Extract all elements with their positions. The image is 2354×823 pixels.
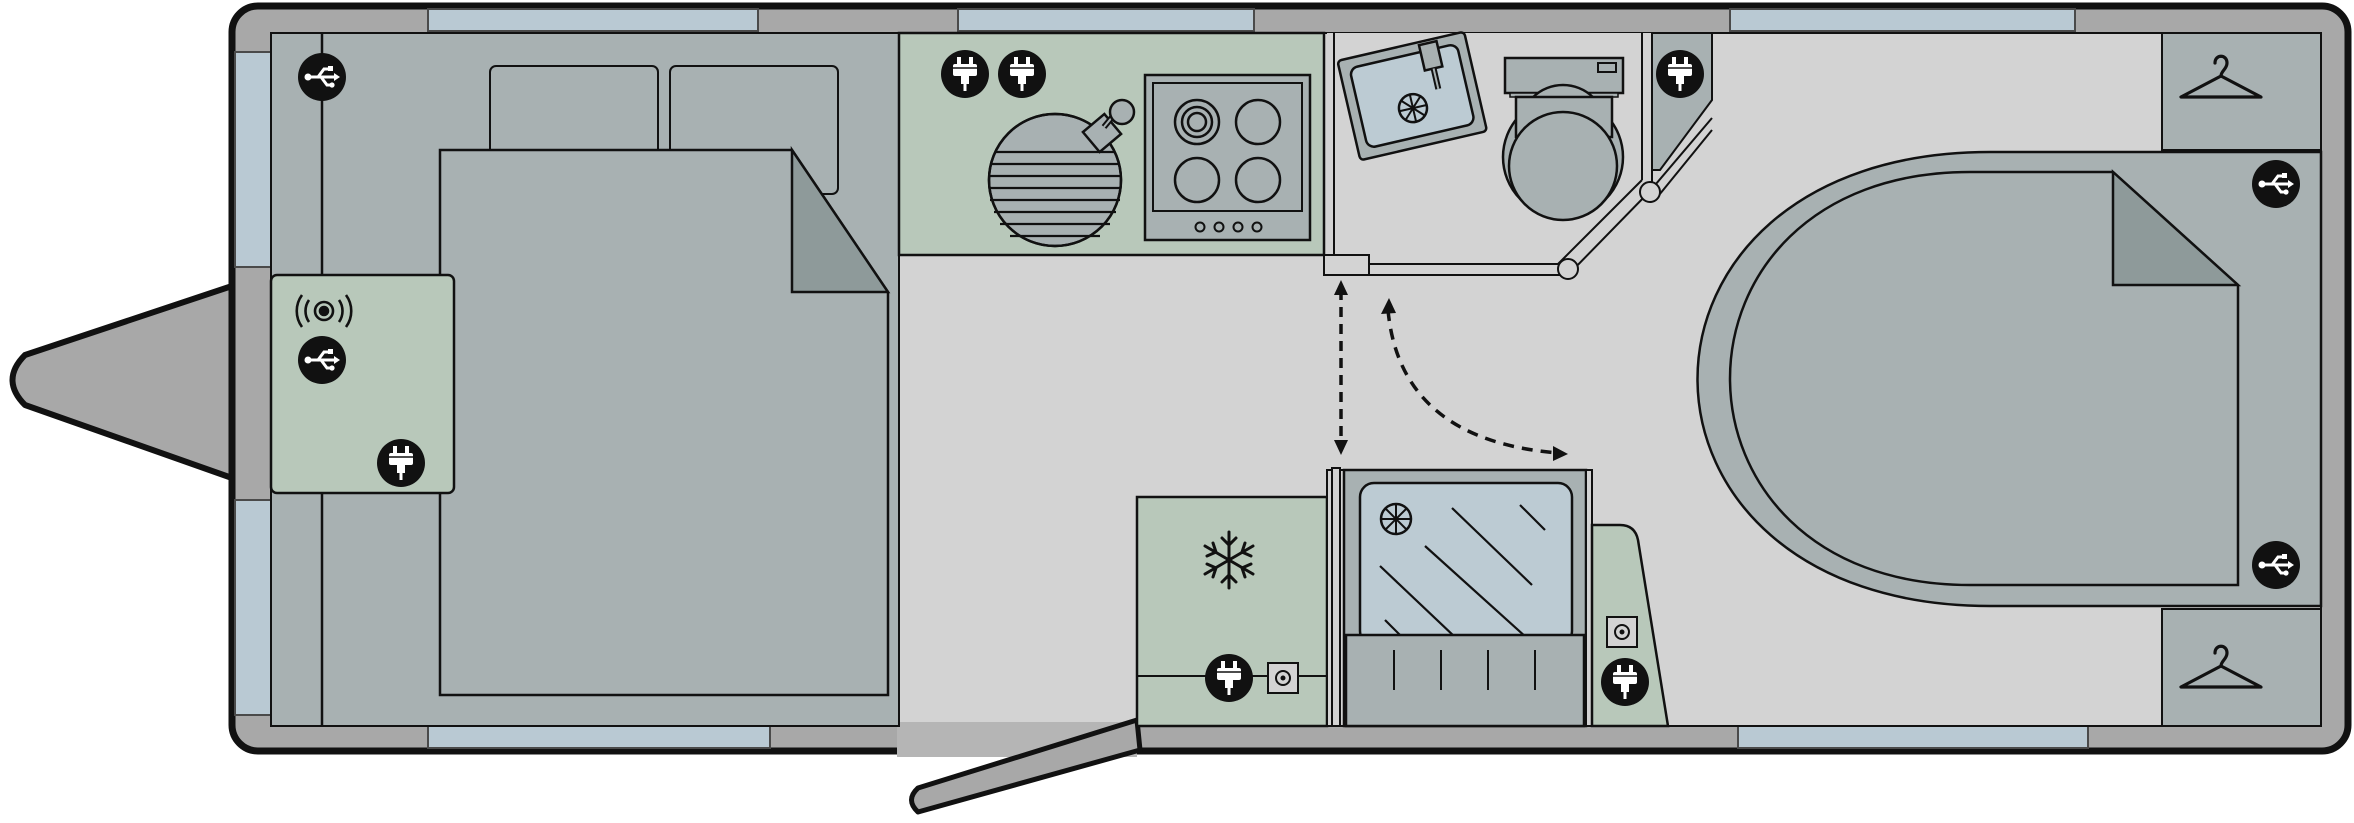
shower-cubicle bbox=[1326, 467, 1593, 728]
front-bedroom bbox=[269, 32, 900, 727]
gas-hob-icon bbox=[1143, 73, 1312, 242]
window-top-rear-bedroom bbox=[1729, 8, 2076, 32]
front-double-bed bbox=[438, 148, 890, 697]
aerial-point-side bbox=[1606, 616, 1638, 648]
a-frame-drawbar bbox=[9, 283, 235, 481]
fridge-unit bbox=[1135, 495, 1329, 728]
front-bed-folded-corner bbox=[790, 145, 891, 294]
washroom bbox=[1323, 31, 1713, 280]
washroom-drawer-unit bbox=[1344, 633, 1586, 728]
front-media-unit bbox=[269, 273, 456, 495]
rear-bedroom bbox=[1696, 32, 2323, 727]
mains-socket-kitchen-2 bbox=[997, 49, 1047, 99]
usb-socket-front-media bbox=[296, 334, 348, 386]
usb-socket-front-top bbox=[296, 51, 348, 103]
window-front-lower bbox=[234, 499, 272, 716]
snowflake-icon bbox=[1203, 530, 1255, 590]
side-unit bbox=[1590, 523, 1670, 728]
round-sink-icon bbox=[987, 98, 1136, 248]
washroom-basin-icon bbox=[1336, 31, 1488, 161]
shower-tray-icon bbox=[1358, 481, 1574, 647]
wardrobe-top bbox=[2161, 32, 2322, 151]
pillow-left bbox=[489, 65, 659, 159]
window-top-front-bedroom bbox=[427, 8, 759, 32]
toilet-icon bbox=[1501, 56, 1625, 222]
island-bed-mattress bbox=[1728, 170, 2240, 587]
tap-icon bbox=[1081, 98, 1136, 154]
usb-socket-rear-top bbox=[2250, 158, 2302, 210]
window-bottom-front-bedroom bbox=[427, 725, 771, 749]
tv-aerial-icon bbox=[295, 294, 353, 328]
aerial-point-fridge bbox=[1267, 662, 1299, 694]
window-front-upper bbox=[234, 51, 272, 268]
door-swing-arrow-icon bbox=[1334, 280, 1568, 461]
mains-socket-fridge bbox=[1204, 653, 1254, 703]
mains-socket-kitchen-1 bbox=[940, 49, 990, 99]
usb-socket-rear-bottom bbox=[2250, 539, 2302, 591]
mains-socket-front-media bbox=[376, 438, 426, 488]
entrance-door[interactable] bbox=[909, 717, 1143, 815]
mains-socket-side bbox=[1600, 657, 1650, 707]
wardrobe-bottom bbox=[2161, 608, 2322, 727]
window-top-kitchen bbox=[957, 8, 1255, 32]
mains-socket-washroom bbox=[1655, 49, 1705, 99]
kitchen bbox=[897, 31, 1326, 257]
windows bbox=[234, 8, 2089, 749]
window-bottom-rear-bedroom bbox=[1737, 725, 2089, 749]
rear-bed-folded-corner bbox=[2111, 169, 2242, 287]
